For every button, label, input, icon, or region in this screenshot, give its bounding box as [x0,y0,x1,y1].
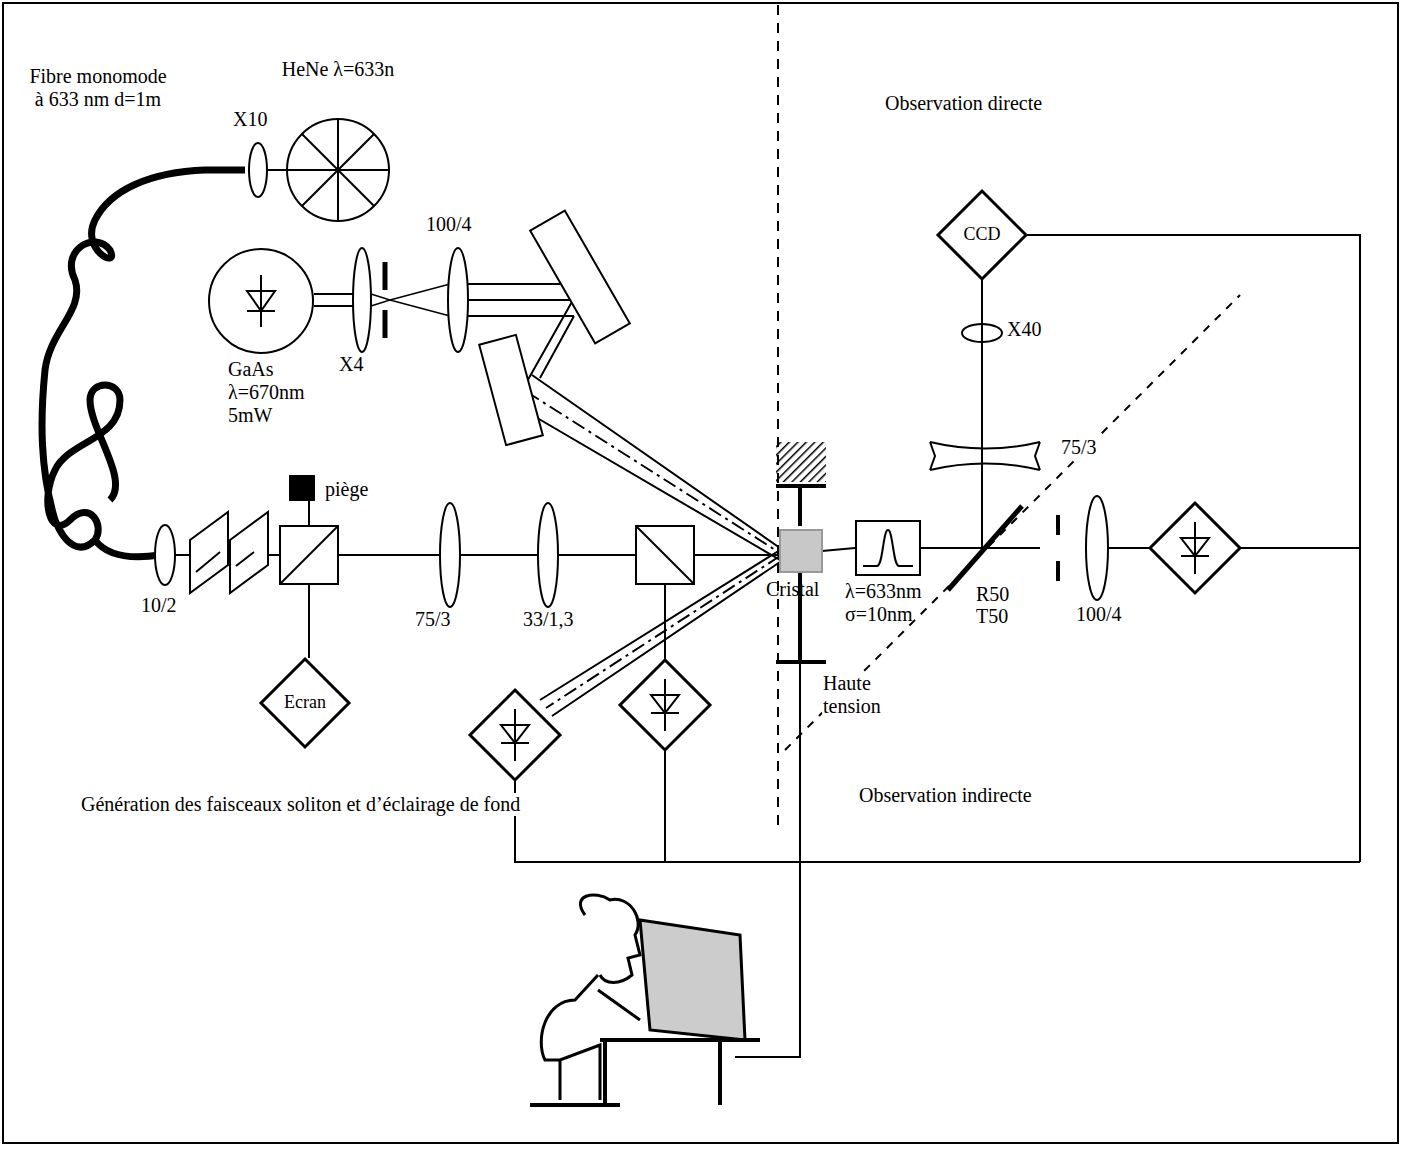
lens [155,525,175,585]
photodiode [1150,503,1240,593]
beam-splitter-cube [636,526,694,584]
frame [3,3,1398,1143]
beam-splitter-cube [280,526,338,584]
part-label: X10 [232,108,268,131]
part-label: Haute tension [822,672,904,718]
beam [267,169,286,171]
part-label: 100/4 [1075,603,1123,626]
crystal-mount [776,442,826,482]
part-label: X40 [1006,318,1042,341]
part-label: R50 [975,583,1010,606]
beam [308,584,310,658]
polarizer-axis [196,552,254,572]
node-label: λ=633nm σ=10nm [845,580,955,626]
laser-source-outline [286,118,390,222]
laser-source: HeNe λ=633n [286,118,390,222]
desk [530,1040,760,1105]
operator-head [580,895,640,983]
section-divider [777,5,779,830]
photodiode [470,690,560,780]
iris [1056,515,1060,581]
section-divider [785,295,1240,750]
laser-diode-outline [208,248,314,354]
lens [249,143,267,197]
beam-trap [290,476,314,500]
mirror [530,211,630,344]
laser-diode: GaAs λ=670nm 5mW [208,248,314,354]
part-label: Fibre monomode à 633 nm d=1m [22,65,174,111]
part-label: 33/1,3 [522,608,575,631]
beam [308,500,310,526]
lens [538,503,558,607]
lens [448,248,468,352]
ccd-camera: CCD [937,190,1027,280]
node-label: CCD [937,224,1027,245]
part-label: X4 [338,353,364,376]
lens [353,248,371,352]
part-label: 75/3 [414,608,452,631]
polarizer [190,512,268,593]
beam-axis [527,392,780,553]
screen-detector: Ecran [260,658,350,748]
interference-filter-outline [855,520,921,576]
optical-fiber [42,170,245,557]
electrode [776,486,826,662]
lens-doublet [930,442,1040,470]
beam-splitter-cube [280,526,338,584]
part-label: T50 [975,605,1009,628]
beam [985,547,1150,549]
beam [314,294,358,306]
node-label: Cristal [766,578,856,601]
part-label: piège [324,478,369,501]
interference-filter: λ=633nm σ=10nm [855,520,921,576]
beam-path [921,280,982,548]
part-label: Génération des faisceaux soliton et d’éc… [80,793,521,816]
part-label: 10/2 [140,594,178,617]
photodiode [620,660,710,750]
crystal: Cristal [780,530,822,572]
beam-splitter-cube [636,526,694,584]
part-label: 100/4 [425,213,473,236]
crystal-outline [780,530,822,572]
pinhole [383,262,388,338]
lens [1086,496,1108,600]
part-label: 75/3 [1060,436,1098,459]
wire [515,235,1360,1057]
computer-monitor [640,920,745,1040]
beam-path [822,548,855,551]
lens [440,503,460,607]
operator-body [541,975,640,1100]
node-label: Ecran [260,692,350,713]
node-label: HeNe λ=633n [281,58,395,81]
part-label: Observation directe [884,92,1043,115]
beam [515,375,780,560]
node-label: GaAs λ=670nm 5mW [228,358,320,427]
mirror [479,335,543,445]
part-label: Observation indirecte [858,784,1033,807]
beam-axis [546,556,780,708]
beam [540,550,780,716]
